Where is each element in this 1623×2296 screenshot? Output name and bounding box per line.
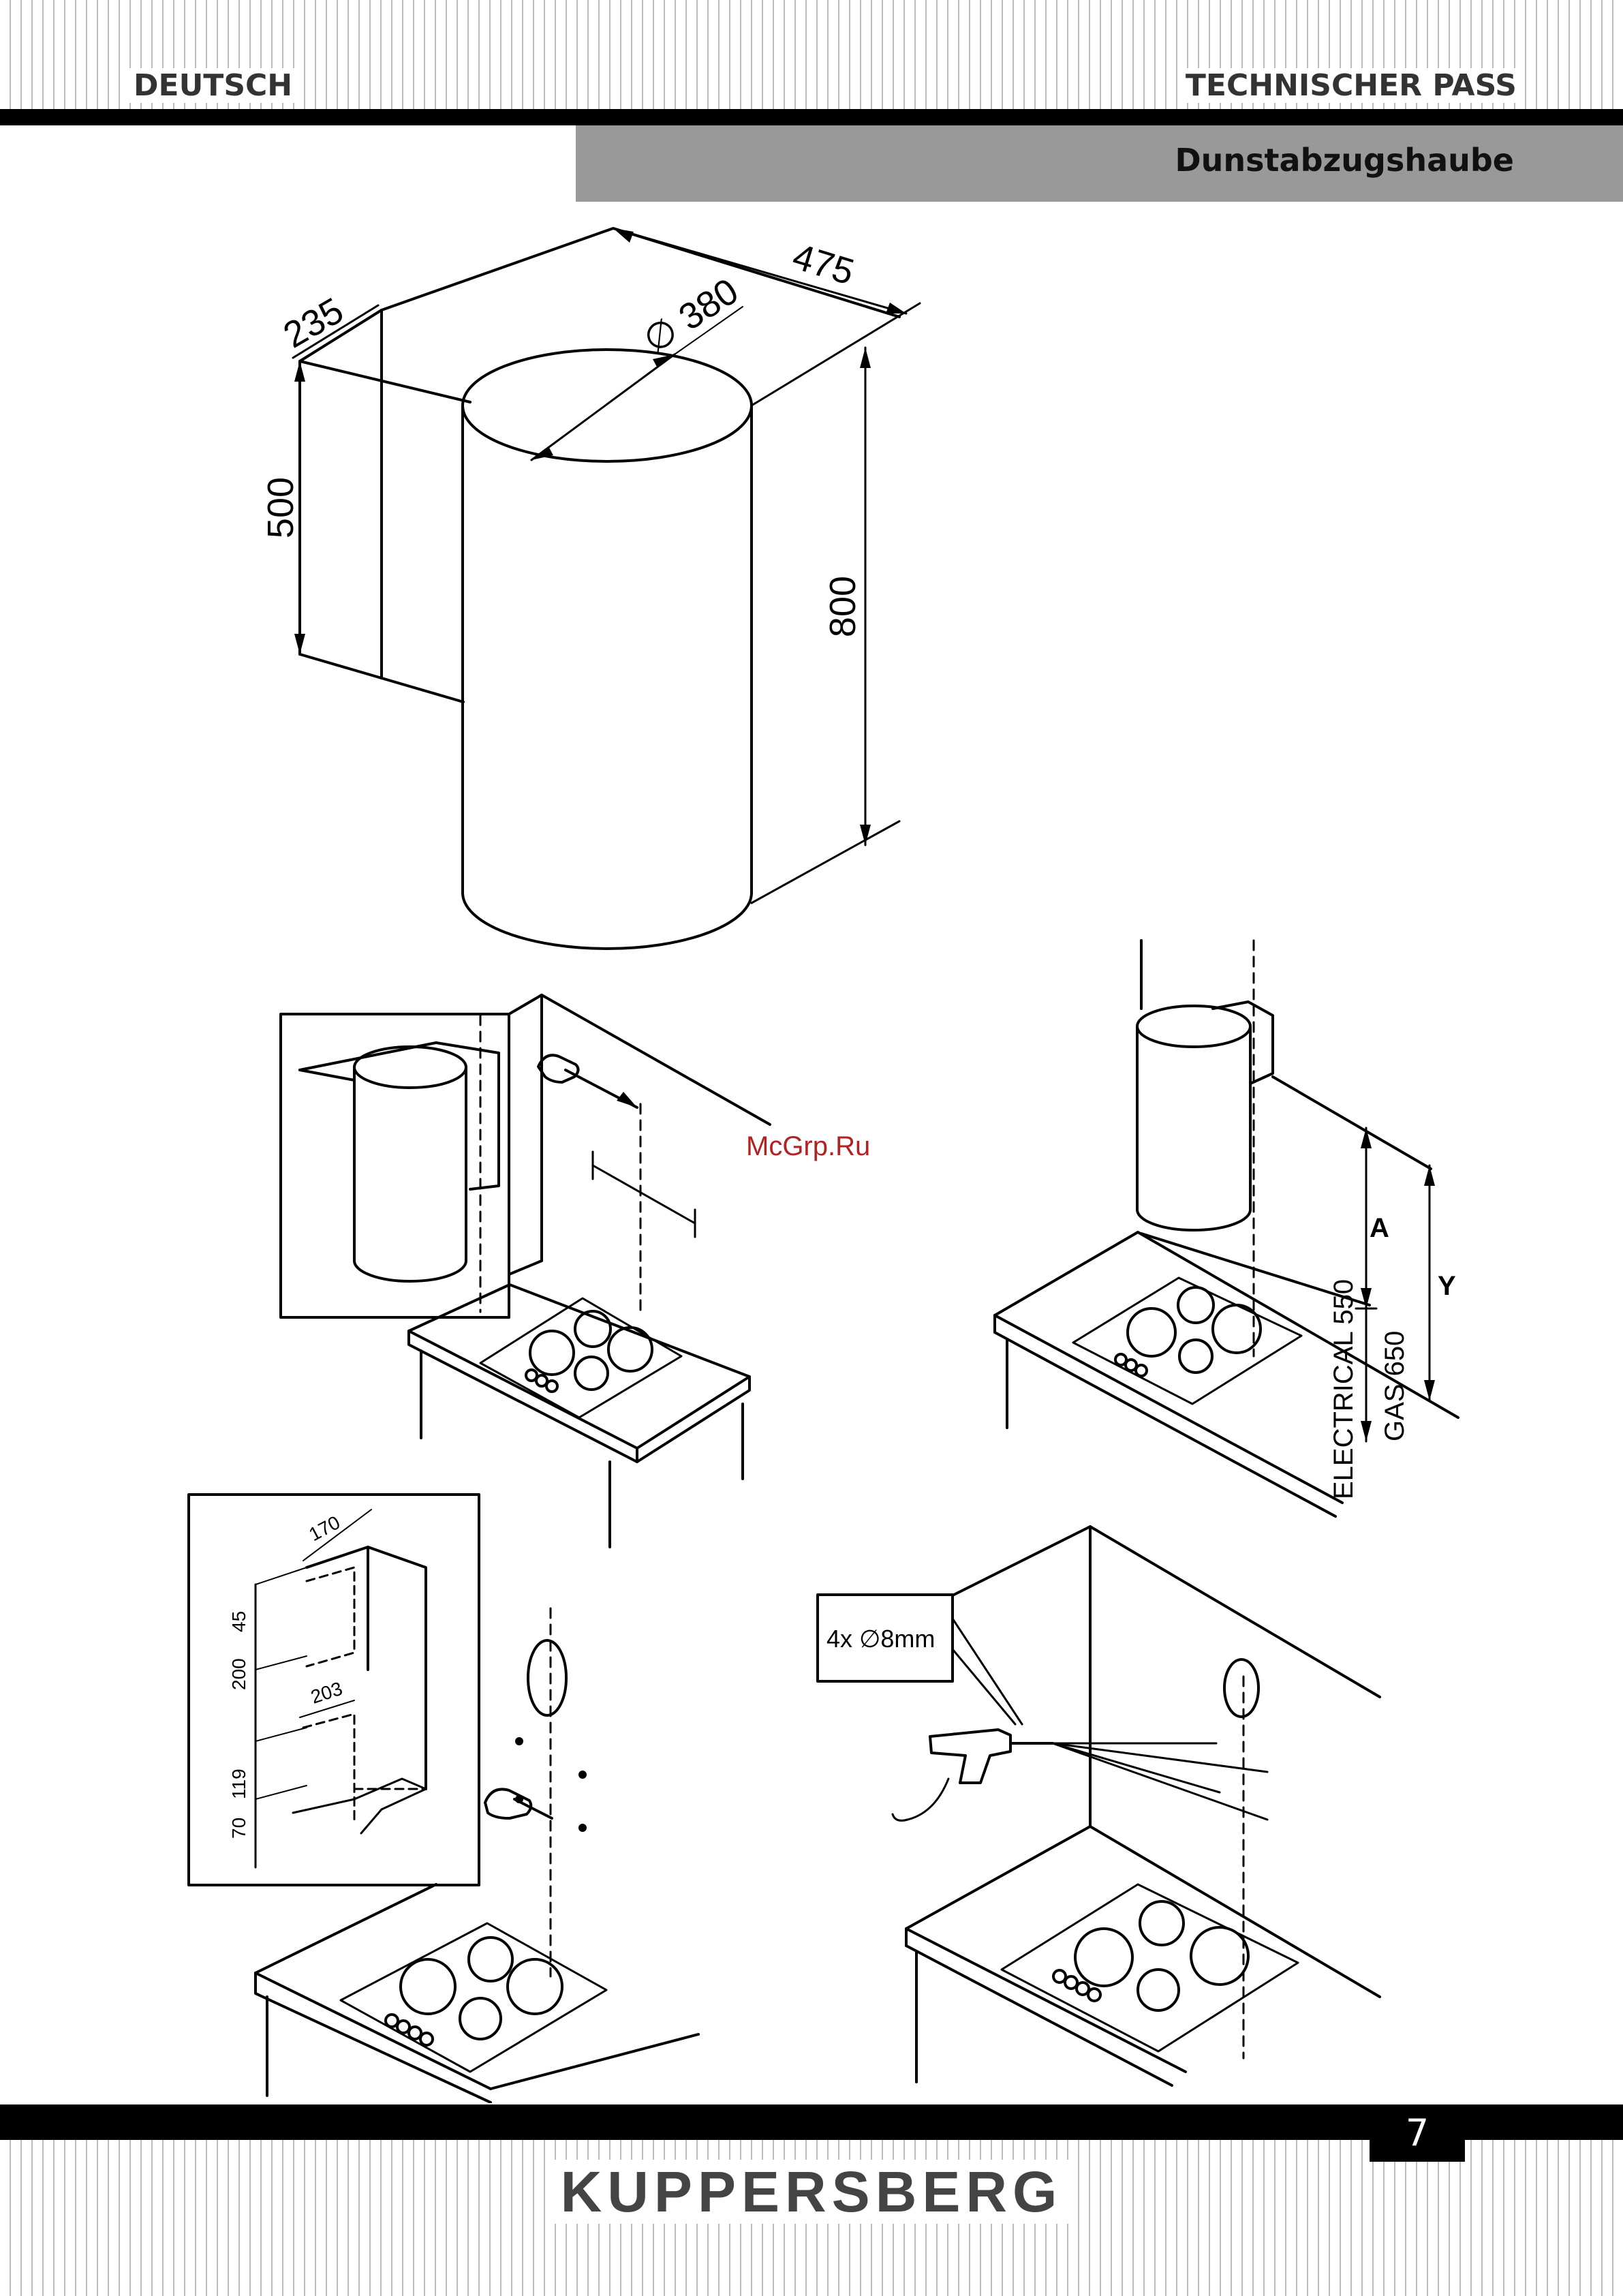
page-subtitle: Dunstabzugshaube: [1175, 142, 1514, 179]
page-number: 7: [1370, 2111, 1465, 2154]
dim-119-label: 119: [228, 1769, 249, 1799]
dim-200-label: 200: [228, 1658, 249, 1690]
label-a: A: [1370, 1213, 1389, 1243]
label-gas: GAS 650: [1380, 1331, 1410, 1441]
watermark-label: McGrp.Ru: [746, 1131, 870, 1161]
label-electrical: ELECTRICAL 550: [1329, 1279, 1359, 1499]
dim-height-label: 800: [822, 576, 863, 637]
brand-name: KUPPERSBERG: [547, 2160, 1077, 2224]
dim-depth-label: 235: [277, 290, 350, 356]
wall-marking-drawing: [281, 995, 770, 1547]
drilling-drawing: [818, 1527, 1380, 2085]
brand-logo: KUPPERSBERG: [0, 2159, 1623, 2225]
dim-box-height-label: 500: [260, 477, 301, 538]
dim-170-label: 170: [305, 1512, 343, 1545]
header-divider: [0, 109, 1623, 125]
technical-drawings: 475 235 ∅ 380 500 800 McGrp.Ru A Y ELECT…: [0, 202, 1623, 2103]
dim-70-label: 70: [228, 1818, 249, 1839]
language-label: DEUTSCH: [129, 68, 296, 103]
drill-label: 4x ∅8mm: [826, 1625, 935, 1653]
dim-203-label: 203: [308, 1678, 345, 1708]
mounting-template-drawing: [189, 1495, 698, 2102]
dim-45-label: 45: [228, 1611, 249, 1632]
section-label: TECHNISCHER PASS: [1181, 68, 1521, 103]
label-y: Y: [1438, 1271, 1456, 1301]
